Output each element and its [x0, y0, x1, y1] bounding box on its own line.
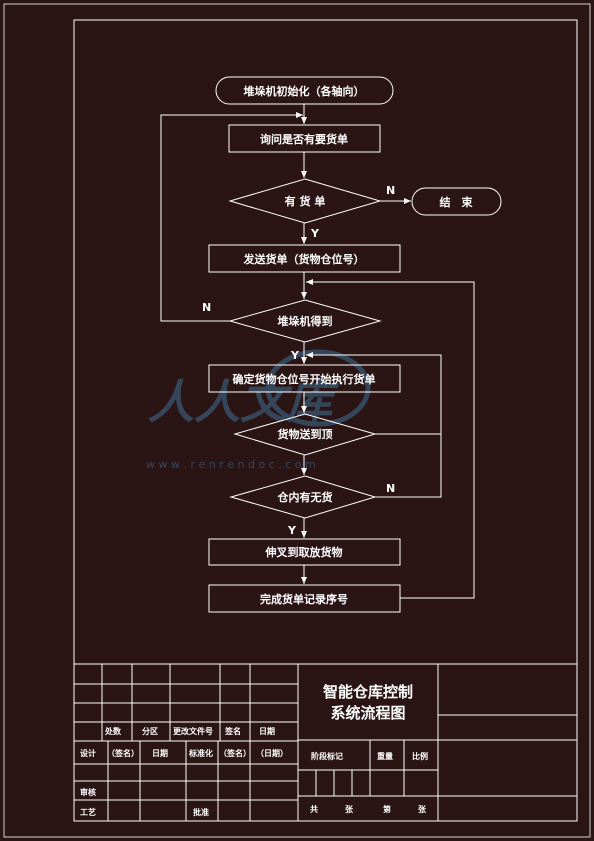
row-header-change-doc: 更改文件号 [173, 726, 213, 736]
complete-label: 完成货单记录序号 [260, 592, 348, 606]
process-label: 工艺 [80, 807, 96, 817]
stacker-arrive-decision [228, 299, 382, 343]
no-label-1: N [386, 184, 395, 197]
sheets-label-1: 张 [345, 805, 354, 814]
warehouse-label: 仓内有无货 [277, 490, 333, 504]
end-label: 结 束 [439, 195, 474, 209]
yes-label-3: Y [287, 524, 297, 537]
execute-label: 确定货物仓位号开始执行货单 [233, 372, 376, 386]
scale-label: 比例 [412, 751, 428, 761]
page-label: 第 [383, 804, 391, 814]
signature-label-1: （签名） [107, 748, 139, 758]
stacker-arrive-label: 堆垛机得到 [278, 314, 333, 328]
init-label: 堆垛机初始化（各轴向） [244, 84, 365, 98]
stage-mark-label: 阶段标记 [311, 751, 343, 761]
row-header-sign: 签名 [224, 726, 241, 736]
review-label: 审核 [80, 787, 96, 797]
standardize-label: 标准化 [188, 748, 213, 758]
no-label-2: N [202, 301, 211, 314]
watermark-logo-icon [265, 349, 371, 427]
top-label: 货物送到顶 [277, 427, 333, 441]
date-label-2: （日期） [256, 748, 288, 758]
yes-label-2: Y [290, 349, 300, 362]
designer-label: 设计 [80, 748, 96, 758]
row-header-date: 日期 [259, 726, 275, 736]
watermark-url: w w w . r e n r e n d o c . c o m [146, 458, 316, 471]
send-order-label: 发送货单（货物仓位号） [243, 252, 365, 266]
query-label: 询问是否有要货单 [260, 132, 348, 146]
row-header-zone: 分区 [142, 726, 158, 736]
has-order-decision [228, 178, 382, 224]
inner-frame [73, 19, 578, 822]
no-label-3: N [386, 482, 395, 495]
title-block [74, 663, 577, 821]
drawing-title-line1: 智能仓库控制 [323, 683, 413, 701]
end-terminator [411, 187, 502, 216]
weight-label: 重量 [377, 751, 393, 761]
yes-label-1: Y [310, 227, 320, 240]
watermark: 人人文库 w w w . r e n r e n d o c . c o m [146, 349, 371, 471]
date-label-1: 日期 [152, 748, 168, 758]
outer-frame [3, 3, 591, 838]
watermark-text: 人人文库 [148, 375, 340, 429]
signature-label-2: （签名） [219, 748, 251, 758]
approve-label: 批准 [193, 807, 209, 817]
has-order-label: 有 货 单 [285, 194, 326, 208]
total-label: 共 [310, 804, 318, 814]
top-decision [233, 413, 377, 456]
fork-label: 伸叉到取放货物 [265, 545, 343, 559]
drawing-title-line2: 系统流程图 [330, 704, 405, 722]
sheets-label-2: 张 [418, 805, 427, 814]
warehouse-decision [229, 475, 377, 519]
row-header-count: 处数 [104, 726, 122, 736]
connectors [160, 104, 475, 599]
